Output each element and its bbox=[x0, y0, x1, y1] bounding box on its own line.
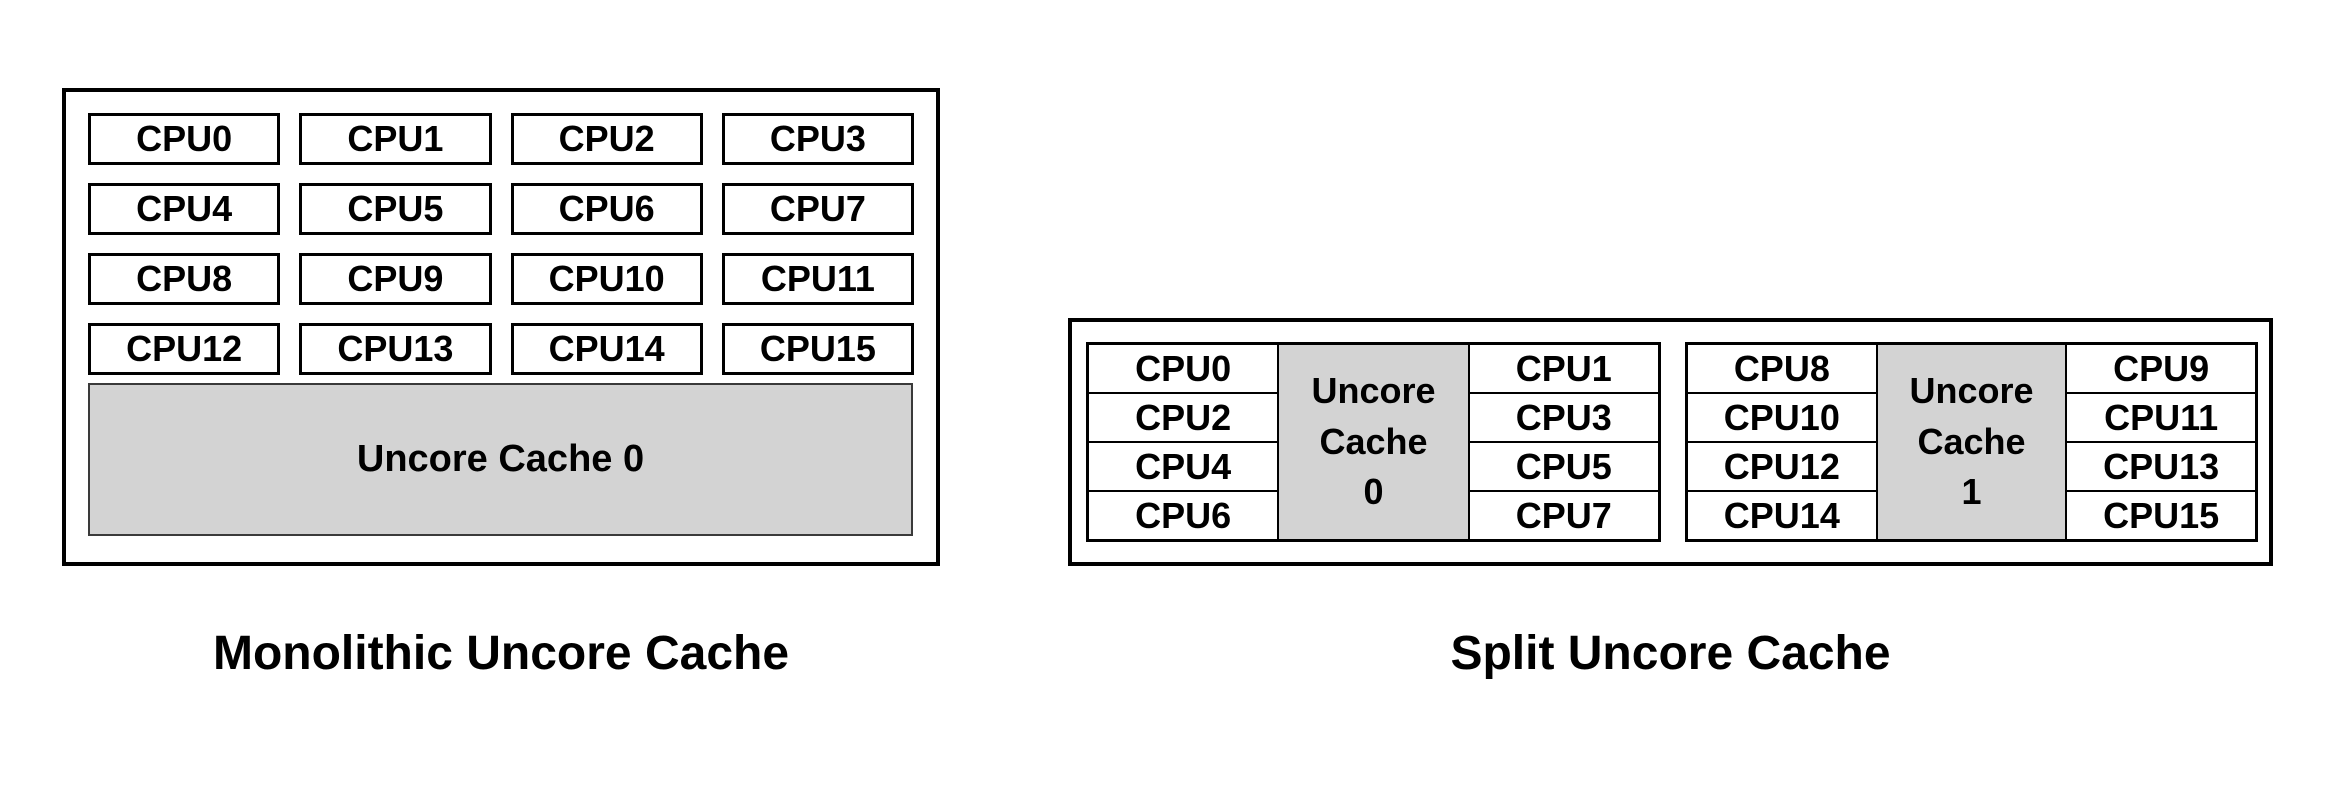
cpu-box: CPU15 bbox=[721, 323, 914, 375]
cpu-cell: CPU12 bbox=[1688, 443, 1876, 490]
cpu-box: CPU8 bbox=[88, 253, 281, 305]
cpu-box: CPU14 bbox=[510, 323, 703, 375]
cpu-box: CPU13 bbox=[299, 323, 492, 375]
cpu-cell: CPU13 bbox=[2067, 443, 2255, 490]
cache-label-line: Uncore bbox=[1909, 370, 2034, 412]
cpu-cell: CPU10 bbox=[1688, 394, 1876, 441]
cpu-cell: CPU7 bbox=[1469, 492, 1658, 539]
cpu-box: CPU0 bbox=[88, 113, 281, 165]
cpu-cell: CPU9 bbox=[2067, 345, 2255, 392]
cpu-box: CPU11 bbox=[721, 253, 914, 305]
cpu-box: CPU4 bbox=[88, 183, 281, 235]
cpu-cell: CPU1 bbox=[1469, 345, 1658, 392]
cpu-box: CPU2 bbox=[510, 113, 703, 165]
cpu-cell: CPU11 bbox=[2067, 394, 2255, 441]
cpu-box: CPU5 bbox=[299, 183, 492, 235]
cpu-cell: CPU4 bbox=[1089, 443, 1278, 490]
cpu-cell: CPU15 bbox=[2067, 492, 2255, 539]
cpu-cell: CPU5 bbox=[1469, 443, 1658, 490]
cpu-box: CPU7 bbox=[721, 183, 914, 235]
cpu-box: CPU3 bbox=[721, 113, 914, 165]
cache-label-line: 1 bbox=[1961, 471, 1982, 513]
cpu-box: CPU9 bbox=[299, 253, 492, 305]
cache-label-line: Cache bbox=[1917, 420, 2026, 462]
monolithic-caption: Monolithic Uncore Cache bbox=[212, 627, 790, 680]
monolithic-uncore-cache-block: Uncore Cache 0 bbox=[88, 383, 913, 536]
cpu-cell: CPU8 bbox=[1688, 345, 1876, 392]
cpu-box: CPU6 bbox=[510, 183, 703, 235]
cpu-cell: CPU3 bbox=[1469, 394, 1658, 441]
cache-label-line: Uncore bbox=[1311, 370, 1436, 412]
cache-label-line: 0 bbox=[1363, 471, 1384, 513]
cpu-box: CPU1 bbox=[299, 113, 492, 165]
cache-label-line: Cache bbox=[1319, 420, 1428, 462]
cpu-box: CPU10 bbox=[510, 253, 703, 305]
cpu-cell: CPU14 bbox=[1688, 492, 1876, 539]
cpu-box: CPU12 bbox=[88, 323, 281, 375]
split-caption: Split Uncore Cache bbox=[1450, 627, 1891, 680]
cpu-cell: CPU6 bbox=[1089, 492, 1278, 539]
cpu-cell: CPU0 bbox=[1089, 345, 1278, 392]
cpu-cell: CPU2 bbox=[1089, 394, 1278, 441]
